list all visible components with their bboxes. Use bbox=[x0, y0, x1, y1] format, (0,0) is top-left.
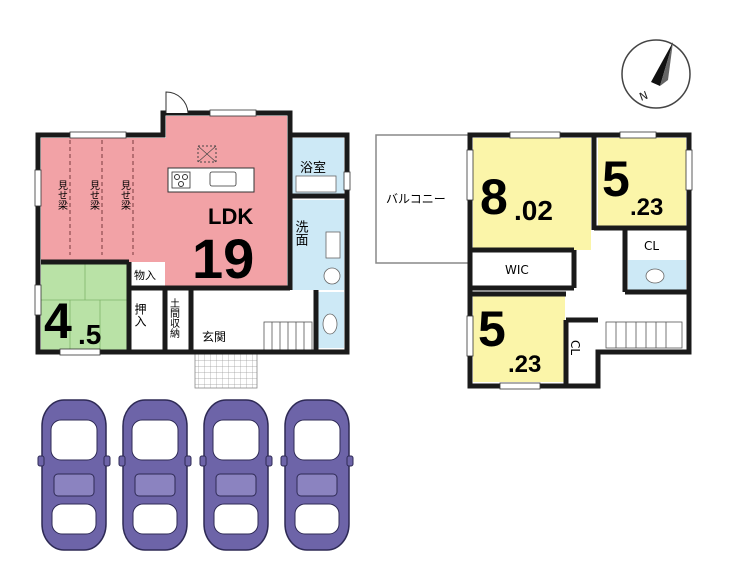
washbasin-icon bbox=[325, 231, 341, 259]
bedroom-2-size-minor: .23 bbox=[630, 194, 663, 221]
car-icon bbox=[280, 399, 354, 551]
washroom-label: 洗面 bbox=[293, 220, 309, 246]
beam-label-3: 見せ梁 bbox=[119, 180, 131, 211]
bedroom-2-size-major: 5 bbox=[602, 151, 630, 207]
closet-room bbox=[129, 290, 165, 350]
car-icon bbox=[37, 399, 111, 551]
stairs-floor2 bbox=[605, 321, 683, 349]
earthen-storage-label: 土間収納 bbox=[168, 297, 180, 339]
parking bbox=[37, 399, 354, 551]
entrance-porch bbox=[194, 351, 258, 389]
earthen-storage-room bbox=[165, 290, 191, 350]
ldk-size: 19 bbox=[192, 227, 254, 290]
bedroom-3 bbox=[473, 296, 565, 382]
car-icon bbox=[118, 399, 192, 551]
beam-label-2: 見せ梁 bbox=[88, 180, 100, 211]
bath-label: 浴室 bbox=[300, 160, 326, 176]
closet-2 bbox=[567, 324, 595, 382]
compass-needle-icon bbox=[651, 42, 673, 86]
storage-room bbox=[129, 262, 165, 286]
bedroom-3-size-minor: .23 bbox=[508, 351, 541, 378]
bedroom-1-size-minor: .02 bbox=[514, 195, 553, 226]
wic-room bbox=[473, 252, 571, 286]
floor1: 見せ梁 見せ梁 見せ梁 LDK 19 4 .5 物入 押入 土間収納 bbox=[34, 91, 351, 389]
floor1-walls bbox=[35, 110, 350, 355]
ldk-label: LDK bbox=[208, 204, 253, 229]
sink-icon bbox=[209, 171, 237, 187]
toilet-icon-2 bbox=[645, 268, 665, 284]
closet-1 bbox=[628, 230, 686, 258]
bathtub-icon bbox=[295, 175, 337, 193]
closet-2-label: CL bbox=[568, 340, 582, 355]
stairs-floor1 bbox=[263, 321, 313, 351]
compass: N bbox=[621, 39, 691, 109]
bedroom-1 bbox=[473, 138, 591, 250]
entrance-label: 玄関 bbox=[202, 329, 226, 344]
beam-label-1: 見せ梁 bbox=[56, 180, 68, 211]
storage-label: 物入 bbox=[134, 268, 156, 282]
toilet-icon bbox=[322, 313, 338, 335]
floor2-windows bbox=[466, 131, 693, 390]
floor2-walls bbox=[467, 132, 692, 389]
japanese-room-size-minor: .5 bbox=[78, 319, 101, 350]
ldk-room bbox=[41, 116, 287, 287]
balcony bbox=[375, 134, 471, 264]
closet-1-label: CL bbox=[644, 239, 659, 253]
entrance-room bbox=[191, 290, 263, 350]
floor2: バルコニー 8 .02 WIC 5 .23 CL 5 .23 CL bbox=[375, 131, 693, 390]
beam-lines bbox=[69, 140, 134, 255]
balcony-label: バルコニー bbox=[386, 192, 446, 206]
closet-label: 押入 bbox=[133, 303, 147, 327]
bedroom-2 bbox=[598, 138, 686, 228]
hall-floor2 bbox=[600, 292, 686, 350]
entry-door-icon bbox=[165, 91, 189, 114]
range-hood-icon bbox=[197, 145, 217, 163]
car-icon bbox=[199, 399, 273, 551]
floor1-windows bbox=[34, 109, 351, 356]
japanese-room-size-major: 4 bbox=[44, 293, 72, 349]
bedroom-3-size-major: 5 bbox=[478, 301, 506, 357]
bedroom-1-size-major: 8 bbox=[480, 169, 508, 225]
stove-icon bbox=[171, 171, 191, 189]
washing-machine-icon bbox=[323, 267, 341, 285]
wic-label: WIC bbox=[505, 263, 529, 277]
